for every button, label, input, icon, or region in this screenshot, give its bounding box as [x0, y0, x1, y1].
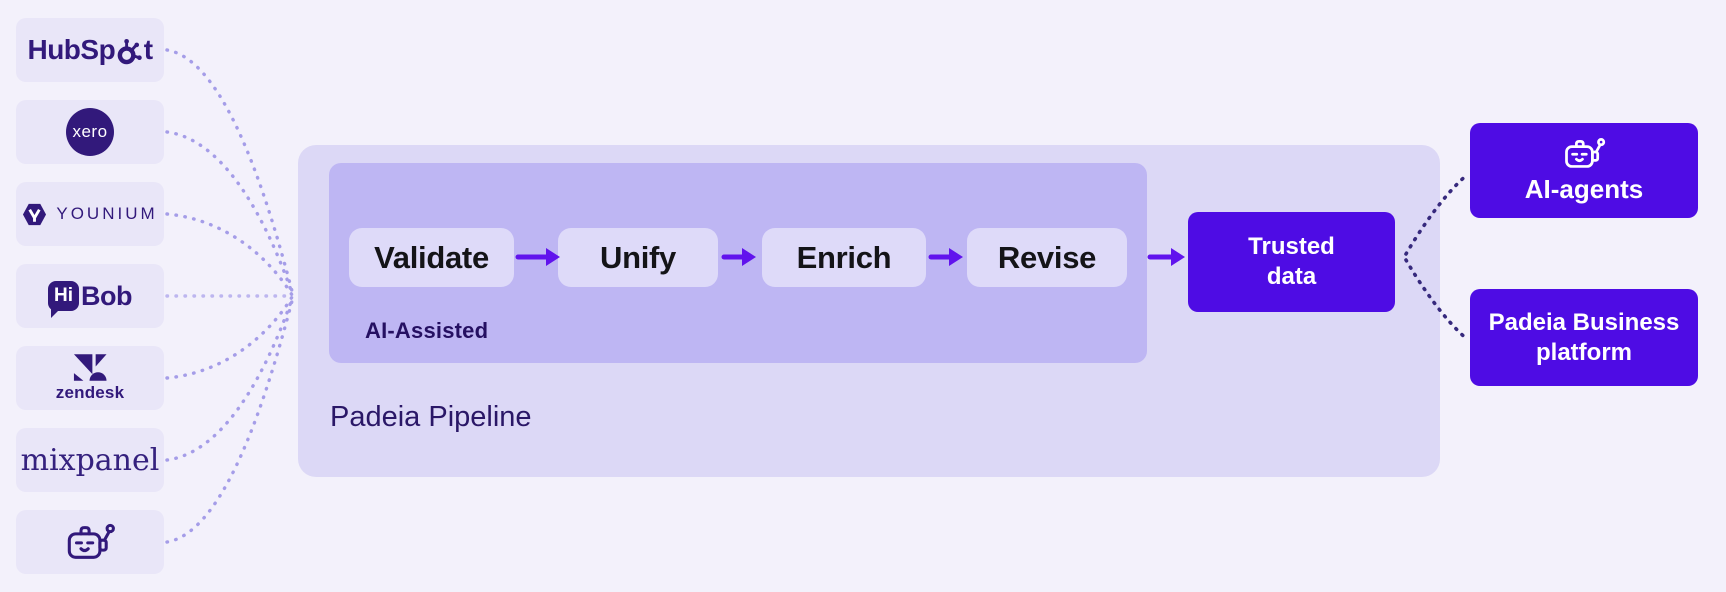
ai-agents-label: AI-agents [1524, 174, 1644, 204]
connector-xero [165, 130, 294, 295]
source-card-hubspot: HubSp t [16, 18, 164, 82]
source-card-younium: YOUNIUM [16, 182, 164, 246]
ai-assisted-label: AI-Assisted [365, 318, 489, 343]
mixpanel-logo: mixpanel [20, 442, 160, 478]
step-enrich: Enrich [762, 228, 926, 287]
connector-younium [165, 212, 294, 297]
hibob-logo: Hi Bob [48, 280, 132, 318]
hibob-bubble: Hi [48, 281, 79, 318]
xero-logo: xero [66, 108, 114, 156]
trusted-line2: data [1266, 263, 1317, 290]
trusted-data-node: Trusted data [1188, 212, 1395, 312]
connector-mixpanel [165, 297, 294, 462]
zendesk-z-icon [73, 354, 107, 381]
source-card-ai-robot [16, 510, 164, 574]
ai-agents-node: AI-agents [1470, 123, 1698, 218]
platform-line2: platform [1536, 338, 1632, 366]
hubspot-text-pre: HubSp [27, 34, 116, 65]
robot-icon [67, 523, 115, 559]
platform-line1: Padeia Business [1488, 308, 1680, 336]
step-revise: Revise [967, 228, 1127, 287]
trusted-line1: Trusted [1248, 233, 1335, 260]
source-card-xero: xero [16, 100, 164, 164]
sprocket-icon [117, 39, 142, 65]
step-validate: Validate [349, 228, 514, 287]
connector-hubspot [165, 48, 294, 293]
younium-label: YOUNIUM [56, 204, 158, 223]
zendesk-label: zendesk [55, 383, 125, 402]
hibob-hi: Hi [54, 285, 73, 306]
connector-robot [165, 299, 294, 544]
pipeline-title: Padeia Pipeline [330, 401, 532, 433]
xero-label: xero [72, 122, 108, 141]
zendesk-logo: zendesk [56, 353, 125, 403]
source-card-mixpanel: mixpanel [16, 428, 164, 492]
hubspot-text-post: t [143, 34, 153, 65]
hibob-bob: Bob [81, 280, 132, 311]
business-platform-node: Padeia Business platform [1470, 289, 1698, 386]
step-unify: Unify [558, 228, 718, 287]
source-card-zendesk: zendesk [16, 346, 164, 410]
source-card-hibob: Hi Bob [16, 264, 164, 328]
younium-logo: YOUNIUM [22, 202, 157, 227]
connector-zendesk [165, 295, 294, 380]
hubspot-logo: HubSp t [27, 34, 153, 66]
robot-icon [1565, 138, 1606, 168]
hexagon-icon [23, 203, 47, 225]
